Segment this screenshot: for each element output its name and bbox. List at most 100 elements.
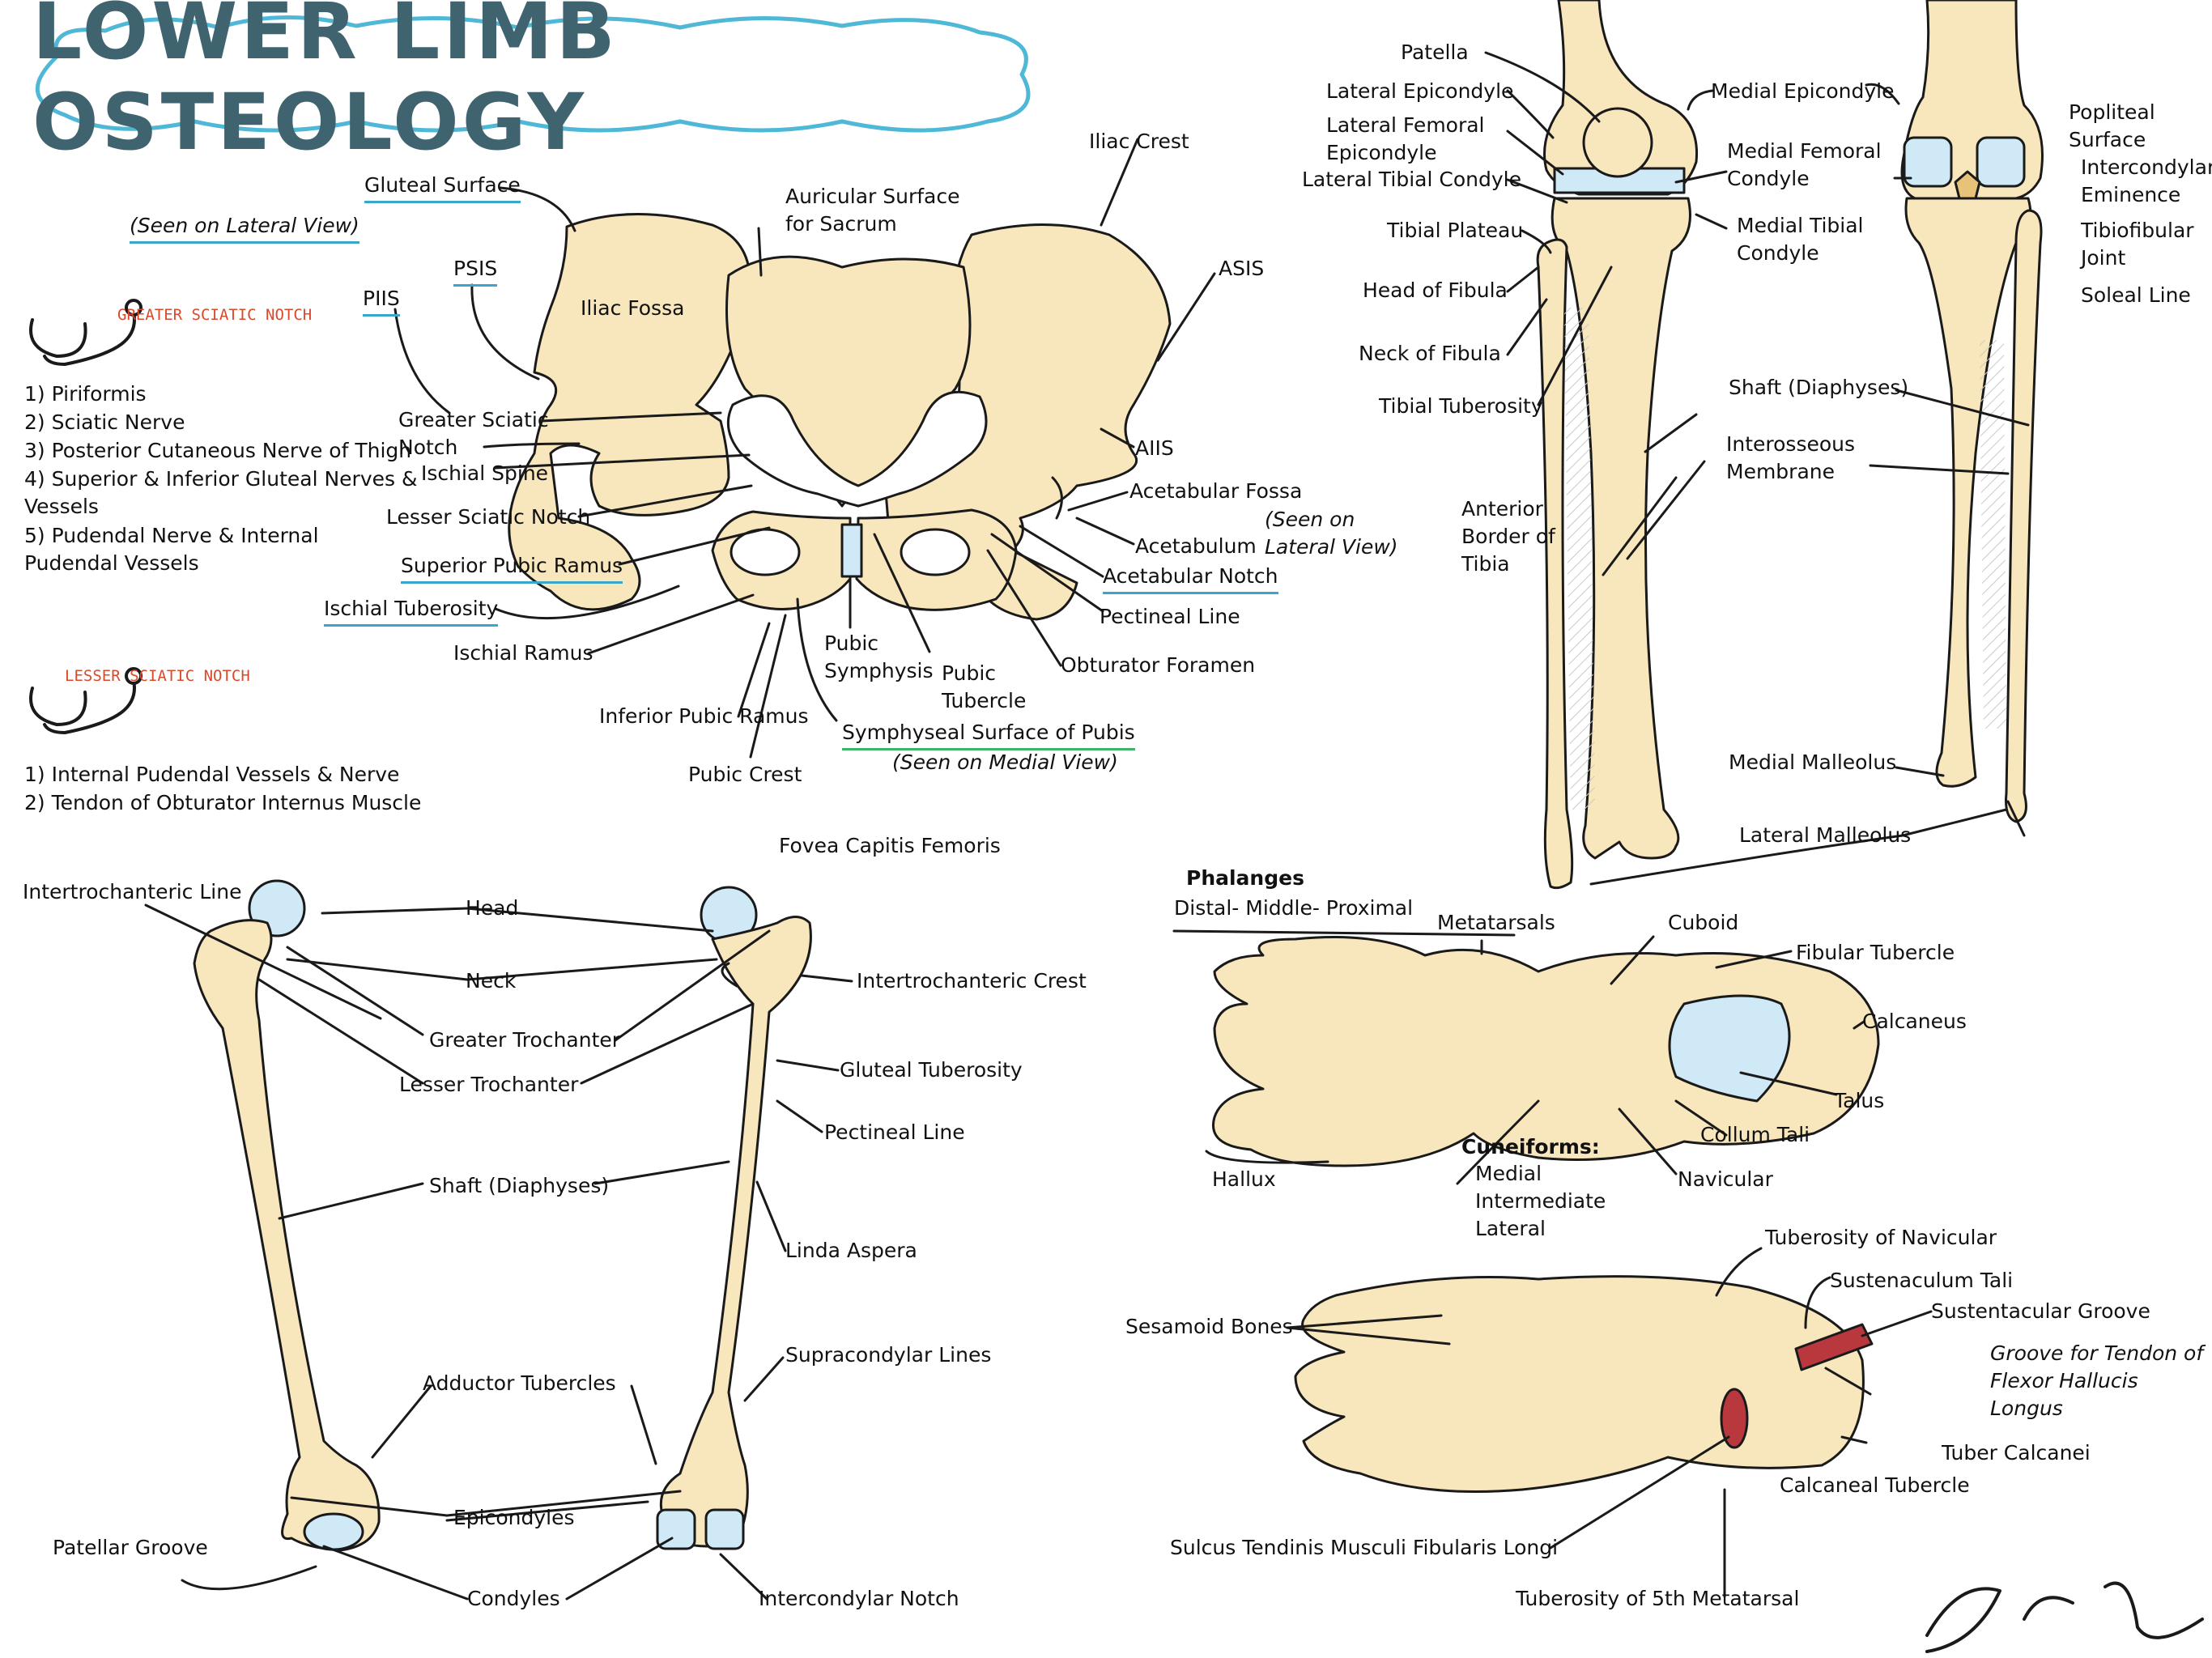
- label-calcaneal-tubercle: Calcaneal Tubercle: [1780, 1473, 1970, 1497]
- label-interosseous-membrane: Interosseous Membrane: [1726, 432, 1856, 483]
- pelvic-inlet: [726, 390, 988, 508]
- interosseous-front: [1564, 308, 1595, 810]
- stethoscope-icon: [29, 667, 143, 734]
- label-soleal-line: Soleal Line: [2081, 283, 2191, 307]
- label-medial-malleolus: Medial Malleolus: [1729, 750, 1897, 774]
- title-cloud: [35, 15, 1031, 133]
- label-adductor-tubercles: Adductor Tubercles: [423, 1371, 616, 1395]
- label-tibiofibular-joint: Tibiofibular Joint: [2081, 219, 2194, 270]
- label-iliac-fossa: Iliac Fossa: [581, 296, 685, 320]
- label-pubic-crest: Pubic Crest: [688, 763, 802, 786]
- label-seen-lateral-2: (Seen on Lateral View): [1265, 508, 1398, 559]
- label-supracondylar-lines: Supracondylar Lines: [785, 1343, 992, 1367]
- label-cuneiforms: Cuneiforms:: [1461, 1135, 1600, 1158]
- label-popliteal-surface: Popliteal Surface: [2069, 100, 2155, 151]
- label-fovea-capitis: Fovea Capitis Femoris: [779, 834, 1001, 857]
- greater-notch-heading: GREATER SCIATIC NOTCH: [117, 306, 313, 324]
- label-tuber-calcanei: Tuber Calcanei: [1942, 1441, 2091, 1465]
- label-lateral-tibial-condyle: Lateral Tibial Condyle: [1302, 168, 1521, 191]
- foot-dorsal: [1212, 936, 1880, 1167]
- label-pectineal-line-femur: Pectineal Line: [824, 1120, 965, 1144]
- fibularis-sulcus-fill: [1720, 1388, 1749, 1449]
- label-head: Head: [466, 896, 519, 920]
- label-acetabulum: Acetabulum: [1135, 534, 1257, 558]
- label-intercondylar-notch: Intercondylar Notch: [759, 1587, 959, 1610]
- label-patella: Patella: [1401, 40, 1469, 64]
- page-title: LOWER LIMB OSTEOLOGY: [32, 0, 619, 168]
- label-inferior-pubic-ramus: Inferior Pubic Ramus: [599, 704, 809, 728]
- label-intertrochanteric-line: Intertrochanteric Line: [23, 880, 242, 903]
- label-navicular: Navicular: [1678, 1167, 1773, 1191]
- label-symphyseal-surface: Symphyseal Surface of Pubis: [842, 719, 1135, 750]
- label-lateral-malleolus: Lateral Malleolus: [1739, 823, 1912, 847]
- label-asis: ASIS: [1219, 257, 1265, 280]
- label-tuberosity-5th-metatarsal: Tuberosity of 5th Metatarsal: [1516, 1587, 1800, 1610]
- label-tibial-tuberosity: Tibial Tuberosity: [1379, 394, 1543, 418]
- label-intertrochanteric-crest: Intertrochanteric Crest: [857, 969, 1087, 993]
- femur-distal-front: [1543, 0, 1699, 196]
- label-acetabular-notch: Acetabular Notch: [1103, 563, 1278, 594]
- label-patellar-groove: Patellar Groove: [53, 1536, 208, 1559]
- tibia-back: [1904, 197, 2032, 788]
- right-obturator-foramen: [900, 528, 971, 576]
- pubic-symphysis-cartilage: [840, 523, 863, 578]
- label-linea-aspera: Linda Aspera: [785, 1239, 917, 1262]
- label-auricular-surface: Auricular Surface for Sacrum: [785, 185, 960, 236]
- label-fibular-tubercle: Fibular Tubercle: [1796, 941, 1955, 964]
- label-phalanges-sub: Distal- Middle- Proximal: [1174, 896, 1414, 920]
- lesser-item: 2) Tendon of Obturator Internus Muscle: [24, 791, 422, 814]
- label-condyles: Condyles: [467, 1587, 560, 1610]
- lesser-item: 1) Internal Pudendal Vessels & Nerve: [24, 763, 400, 786]
- label-shaft-tibia: Shaft (Diaphyses): [1729, 376, 1909, 399]
- label-anterior-border-tibia: Anterior Border of Tibia: [1461, 497, 1555, 576]
- label-sustentacular-groove: Sustentacular Groove: [1931, 1299, 2150, 1323]
- patellar-surface: [303, 1512, 364, 1551]
- stethoscope-icon: [29, 299, 143, 366]
- label-lateral-epicondyle: Lateral Epicondyle: [1326, 79, 1514, 103]
- fibula-back: [2005, 209, 2043, 823]
- label-medial-epicondyle: Medial Epicondyle: [1711, 79, 1895, 103]
- label-epicondyles: Epicondyles: [453, 1506, 575, 1529]
- leader-lines: [144, 51, 2030, 1601]
- label-ischial-tuberosity: Ischial Tuberosity: [324, 595, 499, 627]
- talus-cartilage: [1668, 994, 1791, 1103]
- femur-posterior: [656, 886, 812, 1550]
- greater-item: 3) Posterior Cutaneous Nerve of Thigh: [24, 439, 412, 462]
- label-phalanges: Phalanges: [1186, 866, 1304, 890]
- label-acetabular-fossa: Acetabular Fossa: [1129, 479, 1303, 503]
- label-seen-medial: (Seen on Medial View): [892, 750, 1118, 774]
- pelvis: [508, 213, 1172, 621]
- femur-front: [193, 919, 381, 1552]
- label-sesamoid-bones: Sesamoid Bones: [1125, 1315, 1293, 1338]
- label-sulcus-fibularis: Sulcus Tendinis Musculi Fibularis Longi: [1170, 1536, 1559, 1559]
- knee-posterior: [1900, 0, 2044, 823]
- intercondylar-eminence-fill: [1954, 170, 1981, 200]
- label-neck-of-fibula: Neck of Fibula: [1359, 342, 1501, 365]
- signature: [1925, 1581, 2204, 1653]
- femur-anterior: [193, 879, 381, 1552]
- posterior-condyle-b: [704, 1508, 745, 1550]
- foot-medial-body: [1294, 1275, 1865, 1493]
- patella: [1582, 107, 1653, 178]
- foot-medial: [1294, 1275, 1874, 1493]
- lesser-notch-heading: LESSER SCIATIC NOTCH: [65, 667, 250, 685]
- label-piis: PIIS: [363, 285, 400, 317]
- label-cuneiform-list: Medial Intermediate Lateral: [1475, 1162, 1606, 1240]
- label-pectineal-line: Pectineal Line: [1100, 605, 1240, 628]
- knee-anterior: [1536, 0, 1699, 890]
- label-greater-trochanter: Greater Trochanter: [429, 1028, 621, 1052]
- label-obturator-foramen: Obturator Foramen: [1061, 653, 1256, 677]
- foot-dorsal-body: [1212, 936, 1880, 1167]
- label-pubic-symphysis: Pubic Symphysis: [824, 631, 934, 682]
- label-ischial-spine: Ischial Spine: [421, 461, 549, 485]
- sustentacular-groove-fill: [1794, 1323, 1874, 1371]
- label-tibial-plateau: Tibial Plateau: [1387, 219, 1524, 242]
- label-superior-pubic-ramus: Superior Pubic Ramus: [401, 552, 623, 584]
- label-sustentaculum-tali: Sustenaculum Tali: [1830, 1269, 2014, 1292]
- greater-item: 4) Superior & Inferior Gluteal Nerves & …: [24, 467, 418, 518]
- label-hallux: Hallux: [1212, 1167, 1276, 1191]
- greater-item: 5) Pudendal Nerve & Internal Pudendal Ve…: [24, 524, 319, 575]
- label-medial-tibial-condyle: Medial Tibial Condyle: [1737, 214, 1864, 265]
- label-collum-tali: Collum Tali: [1700, 1123, 1810, 1146]
